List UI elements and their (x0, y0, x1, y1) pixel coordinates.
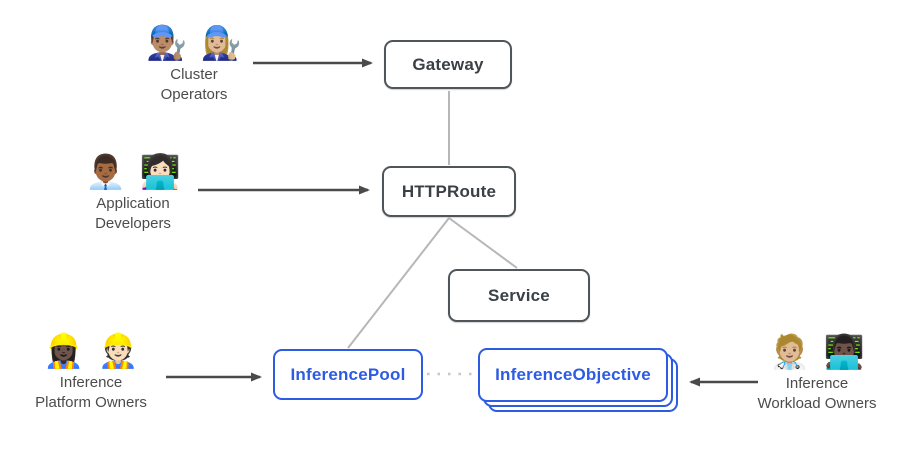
inference-platform-owners-emojis: 👷🏿‍♀️ 👷🏻 (1, 332, 181, 370)
inferenceobjective-node: InferenceObjective (478, 348, 668, 402)
inference-workload-owners-label-line2: Workload Owners (757, 394, 877, 412)
actor-inference-workload-owners: 🧑🏼‍⚕️ 👨🏿‍💻 Inference Workload Owners (727, 333, 902, 414)
man-construction-worker-emoji: 👷🏻 (97, 332, 139, 369)
actor-inference-platform-owners: 👷🏿‍♀️ 👷🏻 Inference Platform Owners (1, 332, 181, 413)
man-mechanic-emoji: 👨🏽‍🔧 (146, 24, 188, 61)
edge-httproute-service (448, 217, 518, 269)
inference-platform-owners-label-line1: Inference (59, 373, 123, 391)
man-technologist-emoji: 👨🏿‍💻 (823, 333, 865, 370)
cluster-operators-label-line2: Operators (160, 85, 228, 103)
actor-application-developers: 👨🏾‍💼 👩🏻‍💻 Application Developers (43, 153, 223, 234)
woman-construction-worker-emoji: 👷🏿‍♀️ (43, 332, 85, 369)
inference-workload-owners-label-line1: Inference (785, 374, 849, 392)
cluster-operators-label-line1: Cluster (170, 65, 218, 83)
woman-technologist-emoji: 👩🏻‍💻 (139, 153, 181, 190)
cluster-operators-emojis: 👨🏽‍🔧 👩🏼‍🔧 (104, 24, 284, 62)
edge-httproute-inferencepool (347, 217, 450, 349)
health-worker-emoji: 🧑🏼‍⚕️ (769, 333, 811, 370)
inference-workload-owners-emojis: 🧑🏼‍⚕️ 👨🏿‍💻 (727, 333, 902, 371)
application-developers-emojis: 👨🏾‍💼 👩🏻‍💻 (43, 153, 223, 191)
inferenceobjective-stack: InferenceObjective (478, 348, 678, 412)
actor-cluster-operators: 👨🏽‍🔧 👩🏼‍🔧 Cluster Operators (104, 24, 284, 105)
application-developers-label-line2: Developers (95, 214, 171, 232)
inferencepool-node: InferencePool (273, 349, 423, 400)
man-office-worker-emoji: 👨🏾‍💼 (85, 153, 127, 190)
httproute-node: HTTPRoute (382, 166, 516, 217)
woman-mechanic-emoji: 👩🏼‍🔧 (200, 24, 242, 61)
inference-workload-owners-label: Inference Workload Owners (727, 374, 902, 414)
gateway-node: Gateway (384, 40, 512, 89)
cluster-operators-label: Cluster Operators (104, 65, 284, 105)
inference-platform-owners-label: Inference Platform Owners (1, 373, 181, 413)
inference-platform-owners-label-line2: Platform Owners (35, 393, 147, 411)
application-developers-label-line1: Application (96, 194, 170, 212)
application-developers-label: Application Developers (43, 194, 223, 234)
service-node: Service (448, 269, 590, 322)
